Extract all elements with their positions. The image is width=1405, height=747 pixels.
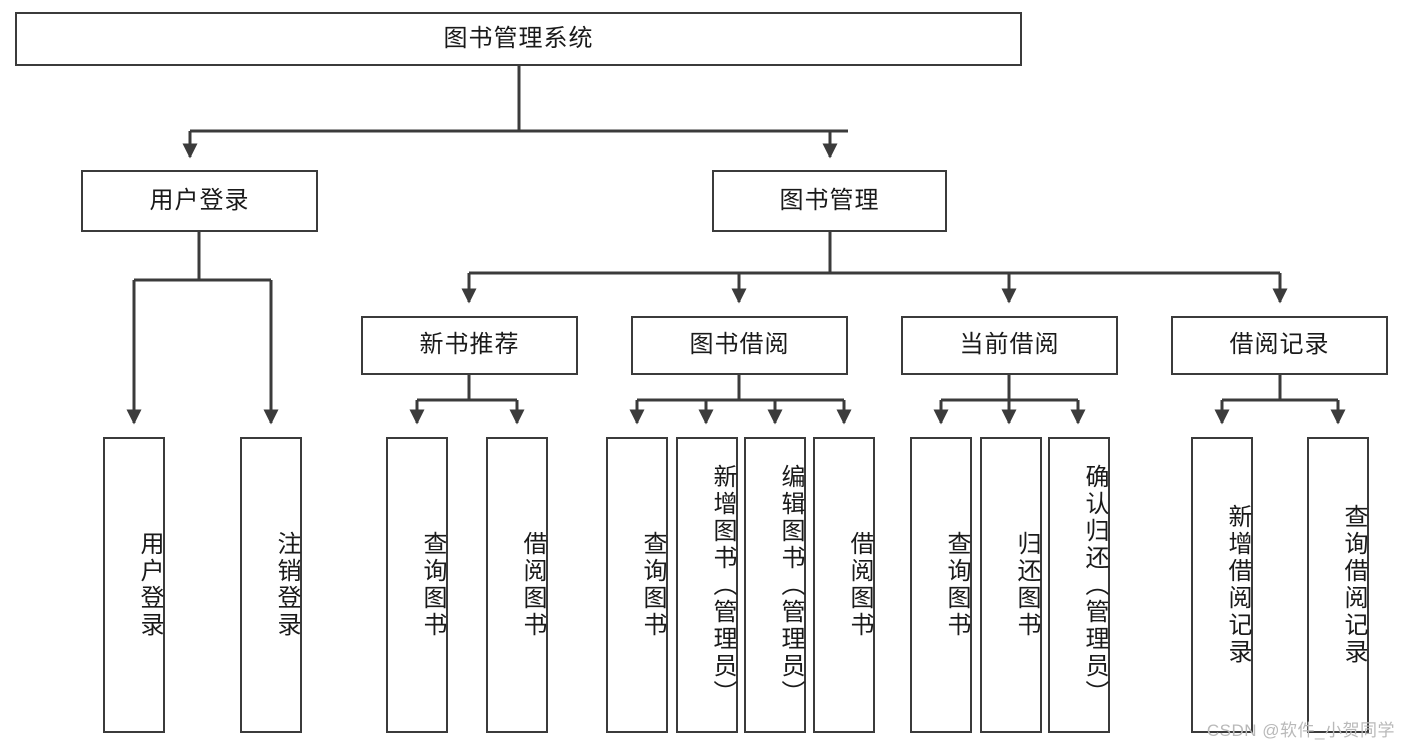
leaf-current-borrow-query-book[interactable]: 查询图书 xyxy=(910,437,972,733)
node-label: 图书管理 xyxy=(779,186,880,214)
node-label: 借阅图书 xyxy=(846,531,873,639)
leaf-user-login-login[interactable]: 用户登录 xyxy=(103,437,165,733)
leaf-new-book-borrow-book[interactable]: 借阅图书 xyxy=(486,437,548,733)
node-label: 确认归还（管理员） xyxy=(1081,463,1108,707)
node-label: 新增借阅记录 xyxy=(1224,504,1251,666)
node-root-book-management-system[interactable]: 图书管理系统 xyxy=(15,12,1022,66)
leaf-current-borrow-return-book[interactable]: 归还图书 xyxy=(980,437,1042,733)
node-label: 图书借阅 xyxy=(689,331,790,359)
watermark-text: CSDN @软件_小贺同学 xyxy=(1206,721,1395,740)
node-label: 编辑图书（管理员） xyxy=(777,463,804,707)
leaf-book-borrow-query-book[interactable]: 查询图书 xyxy=(606,437,668,733)
node-label: 用户登录 xyxy=(149,186,250,214)
node-label: 注销登录 xyxy=(273,531,300,639)
node-label: 借阅图书 xyxy=(519,531,546,639)
leaf-borrow-record-add-record[interactable]: 新增借阅记录 xyxy=(1191,437,1253,733)
node-label: 当前借阅 xyxy=(959,331,1060,359)
node-borrow-record[interactable]: 借阅记录 xyxy=(1171,316,1388,375)
leaf-user-login-logout[interactable]: 注销登录 xyxy=(240,437,302,733)
leaf-borrow-record-query-record[interactable]: 查询借阅记录 xyxy=(1307,437,1369,733)
leaf-book-borrow-edit-book-admin[interactable]: 编辑图书（管理员） xyxy=(744,437,806,733)
node-book-borrow[interactable]: 图书借阅 xyxy=(631,316,848,375)
node-label: 查询借阅记录 xyxy=(1340,504,1367,666)
node-label: 归还图书 xyxy=(1013,531,1040,639)
node-label: 图书管理系统 xyxy=(443,24,594,52)
node-label: 借阅记录 xyxy=(1229,331,1330,359)
leaf-current-borrow-confirm-return-admin[interactable]: 确认归还（管理员） xyxy=(1048,437,1110,733)
node-current-borrow[interactable]: 当前借阅 xyxy=(901,316,1118,375)
node-label: 新增图书（管理员） xyxy=(709,463,736,707)
node-label: 新书推荐 xyxy=(419,331,520,359)
leaf-book-borrow-borrow-book[interactable]: 借阅图书 xyxy=(813,437,875,733)
node-new-book-recommend[interactable]: 新书推荐 xyxy=(361,316,578,375)
node-label: 查询图书 xyxy=(419,531,446,639)
node-book-management[interactable]: 图书管理 xyxy=(712,170,947,232)
node-label: 查询图书 xyxy=(943,531,970,639)
node-label: 用户登录 xyxy=(136,531,163,639)
node-label: 查询图书 xyxy=(639,531,666,639)
leaf-new-book-query-book[interactable]: 查询图书 xyxy=(386,437,448,733)
leaf-book-borrow-add-book-admin[interactable]: 新增图书（管理员） xyxy=(676,437,738,733)
node-user-login[interactable]: 用户登录 xyxy=(81,170,318,232)
